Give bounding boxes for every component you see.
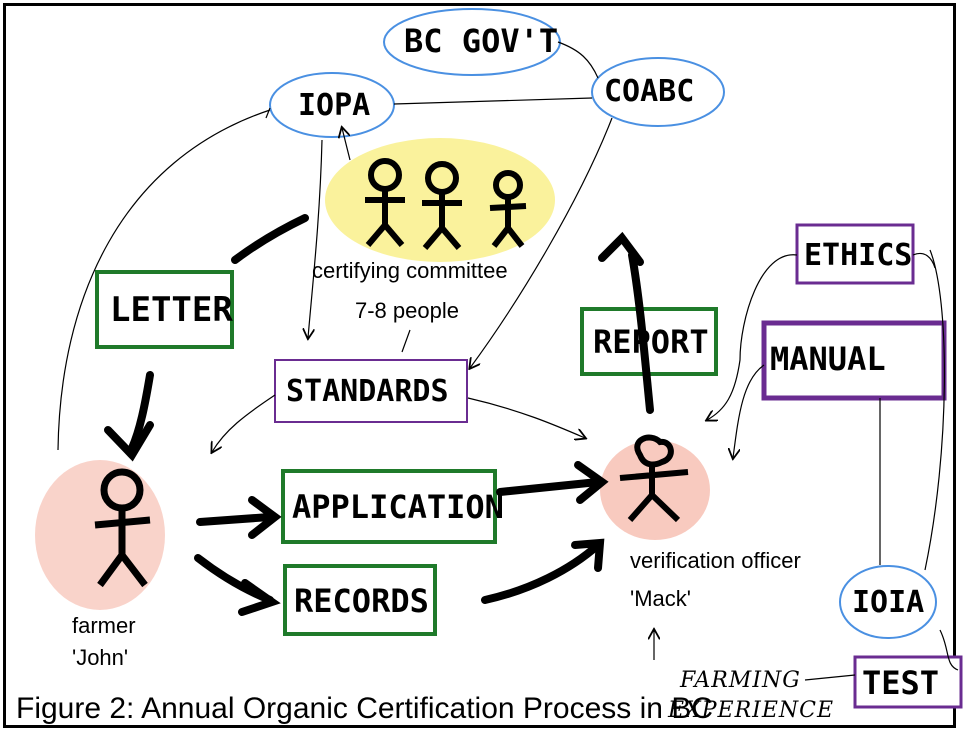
committee-label-2: 7-8 people bbox=[355, 298, 459, 323]
bc-govt-label: BC GOV'T bbox=[404, 22, 559, 60]
farmer-label-1: farmer bbox=[72, 613, 136, 638]
iopa-ellipse bbox=[269, 72, 395, 138]
records-label: RECORDS bbox=[294, 582, 429, 620]
bc-govt-ellipse bbox=[383, 8, 561, 76]
diagram-border bbox=[3, 3, 956, 728]
figure-caption: Figure 2: Annual Organic Certification P… bbox=[16, 692, 713, 725]
farmer-figure bbox=[94, 468, 151, 588]
coabc-ellipse bbox=[591, 57, 725, 127]
ethics-box bbox=[795, 223, 915, 285]
ioia-ellipse bbox=[839, 565, 937, 639]
farming-experience-label-2: EXPERIENCE bbox=[668, 698, 835, 723]
officer-figure bbox=[619, 434, 689, 523]
farming-experience-label-1: FARMING bbox=[680, 668, 801, 693]
application-box bbox=[281, 469, 497, 544]
manual-label: MANUAL bbox=[770, 340, 886, 378]
iopa-label: IOPA bbox=[298, 88, 371, 123]
manual-box bbox=[761, 320, 947, 401]
committee-label-1: certifying committee bbox=[312, 258, 508, 283]
standards-label: STANDARDS bbox=[286, 374, 449, 409]
test-label: TEST bbox=[862, 664, 940, 702]
standards-box bbox=[274, 359, 468, 423]
ethics-label: ETHICS bbox=[804, 238, 913, 273]
farmer-spray bbox=[35, 460, 165, 610]
ioia-label: IOIA bbox=[852, 585, 925, 620]
farmer-label-2: 'John' bbox=[72, 645, 129, 670]
officer-label-2: 'Mack' bbox=[630, 586, 691, 611]
report-label: REPORT bbox=[593, 323, 709, 361]
thick-arrows bbox=[104, 214, 654, 616]
committee-figures bbox=[365, 158, 527, 250]
coabc-label: COABC bbox=[604, 74, 695, 109]
application-label: APPLICATION bbox=[292, 488, 504, 526]
officer-label-1: verification officer bbox=[630, 548, 801, 573]
test-box bbox=[853, 655, 963, 709]
thin-connectors bbox=[57, 41, 959, 681]
letter-label: LETTER bbox=[110, 290, 233, 330]
letter-box bbox=[95, 270, 234, 349]
records-box bbox=[283, 564, 437, 636]
